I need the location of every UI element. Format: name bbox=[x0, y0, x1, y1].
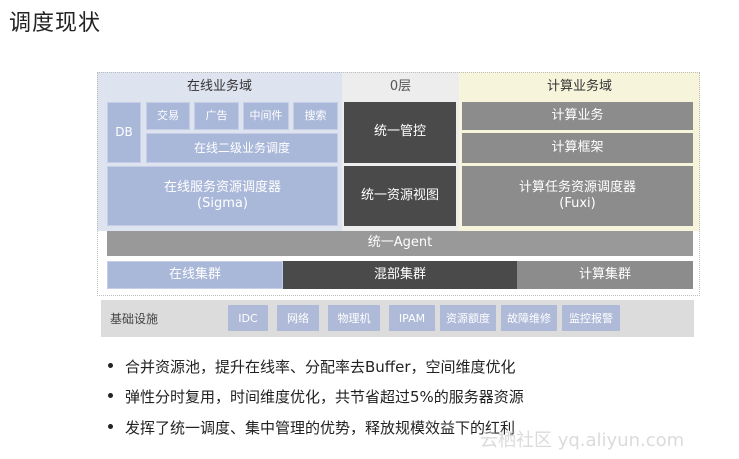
app-ads-box: 广告 bbox=[194, 102, 239, 130]
bullet-item: 弹性分时复用，时间维度优化，共节省超过5%的服务器资源 bbox=[108, 386, 524, 407]
online-scheduler-box: 在线服务资源调度器 (Sigma) bbox=[107, 166, 338, 226]
app-middleware-box: 中间件 bbox=[243, 102, 289, 130]
infra-fault-repair: 故障维修 bbox=[501, 305, 557, 331]
diagram-frame bbox=[97, 72, 700, 296]
mixed-cluster-box: 混部集群 bbox=[283, 261, 517, 289]
compute-cluster-box: 计算集群 bbox=[517, 261, 693, 289]
app-trade-box: 交易 bbox=[146, 102, 190, 130]
page-title: 调度现状 bbox=[9, 11, 102, 36]
db-box: DB bbox=[107, 102, 141, 163]
unified-control-box: 统一管控 bbox=[344, 102, 456, 163]
online-domain-header: 在线业务域 bbox=[186, 78, 252, 94]
infra-monitoring-alert: 监控报警 bbox=[562, 305, 620, 331]
compute-scheduler-box: 计算任务资源调度器 (Fuxi) bbox=[462, 166, 693, 226]
online-cluster-box: 在线集群 bbox=[107, 261, 283, 289]
online-scheduler-name: 在线服务资源调度器 bbox=[163, 179, 281, 195]
infra-resource-quota: 资源额度 bbox=[440, 305, 496, 331]
bullet-dot-icon bbox=[108, 393, 113, 398]
compute-scheduler-name: 计算任务资源调度器 bbox=[518, 179, 636, 195]
bullet-item: 发挥了统一调度、集中管理的优势，释放规模效益下的红利 bbox=[108, 417, 515, 438]
infra-network: 网络 bbox=[277, 305, 319, 331]
compute-domain-header: 计算业务域 bbox=[546, 78, 612, 94]
infra-ipam: IPAM bbox=[389, 305, 435, 331]
infrastructure-label: 基础设施 bbox=[110, 312, 159, 326]
watermark: 云栖社区 yq.aliyun.com bbox=[480, 430, 685, 451]
bullet-dot-icon bbox=[108, 363, 113, 368]
bullet-item: 合并资源池，提升在线率、分配率去Buffer，空间维度优化 bbox=[108, 356, 516, 377]
layer0-header: 0层 bbox=[389, 78, 412, 94]
infra-physical-machine: 物理机 bbox=[328, 305, 380, 331]
compute-scheduler-code: (Fuxi) bbox=[559, 196, 596, 211]
unified-resource-view-box: 统一资源视图 bbox=[344, 166, 456, 226]
unified-agent-bar: 统一Agent bbox=[107, 231, 693, 256]
online-scheduler-code: (Sigma) bbox=[197, 196, 248, 211]
compute-framework-box: 计算框架 bbox=[462, 133, 693, 163]
online-second-level-scheduling-box: 在线二级业务调度 bbox=[146, 133, 338, 163]
bullet-dot-icon bbox=[108, 424, 113, 429]
infra-idc: IDC bbox=[228, 305, 268, 331]
app-search-box: 搜索 bbox=[293, 102, 338, 130]
compute-business-box: 计算业务 bbox=[462, 102, 693, 130]
